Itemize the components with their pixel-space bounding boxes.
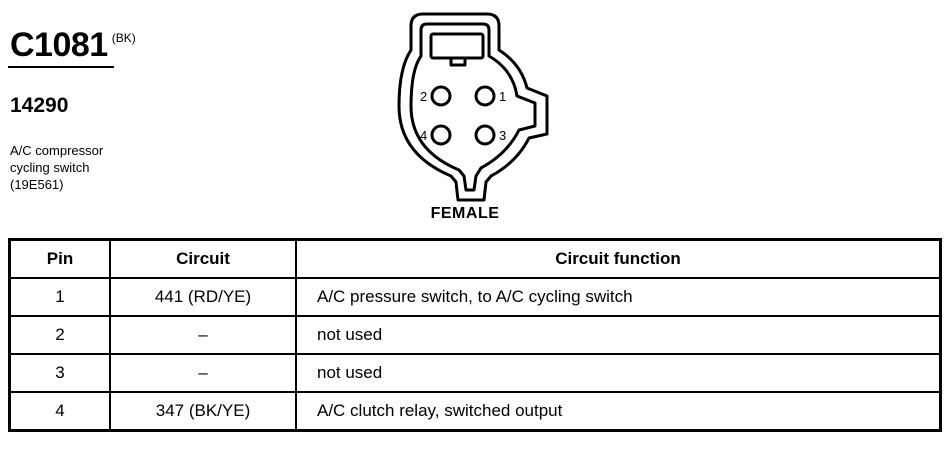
connector-face-diagram: 1 2 3 4: [397, 12, 549, 202]
function-cell: A/C clutch relay, switched output: [295, 391, 942, 432]
cavity-label-3: 3: [499, 128, 506, 143]
header-circuit-function: Circuit function: [295, 238, 942, 279]
pin-cell: 1: [8, 277, 111, 317]
pin-cavity-2: [430, 85, 452, 107]
circuit-cell: –: [109, 353, 297, 393]
title-underline: [8, 66, 114, 68]
pin-cell: 2: [8, 315, 111, 355]
pin-cavity-3: [474, 124, 496, 146]
header-circuit: Circuit: [109, 238, 297, 279]
pin-cavity-1: [474, 85, 496, 107]
connector-latch-tab: [449, 56, 467, 67]
cavity-label-4: 4: [420, 128, 427, 143]
cavity-label-1: 1: [499, 89, 506, 104]
component-description: A/C compressor cycling switch (19E561): [10, 142, 160, 193]
pin-cell: 3: [8, 353, 111, 393]
connector-id: C1081(BK): [10, 26, 136, 65]
part-number: 14290: [10, 94, 69, 117]
function-cell: A/C pressure switch, to A/C cycling swit…: [295, 277, 942, 317]
connector-outline: [397, 12, 549, 202]
function-cell: not used: [295, 353, 942, 393]
connector-color-code: (BK): [111, 31, 136, 45]
table-row: 1 441 (RD/YE) A/C pressure switch, to A/…: [8, 277, 942, 317]
table-header-row: Pin Circuit Circuit function: [8, 238, 942, 279]
description-line-1: A/C compressor: [10, 143, 104, 158]
circuit-cell: 347 (BK/YE): [109, 391, 297, 432]
pin-cavity-4: [430, 124, 452, 146]
function-cell: not used: [295, 315, 942, 355]
pinout-table: Pin Circuit Circuit function 1 441 (RD/Y…: [8, 238, 942, 432]
connector-latch: [429, 32, 485, 60]
description-line-2: cycling switch: [10, 160, 90, 175]
pin-cell: 4: [8, 391, 111, 432]
circuit-cell: –: [109, 315, 297, 355]
header-pin: Pin: [8, 238, 111, 279]
connector-gender-label: FEMALE: [430, 205, 500, 222]
description-line-3: (19E561): [10, 177, 64, 192]
cavity-label-2: 2: [420, 89, 427, 104]
table-row: 2 – not used: [8, 315, 942, 355]
circuit-cell: 441 (RD/YE): [109, 277, 297, 317]
table-row: 3 – not used: [8, 353, 942, 393]
table-row: 4 347 (BK/YE) A/C clutch relay, switched…: [8, 391, 942, 432]
connector-inner-outline: [409, 22, 537, 192]
connector-number: C1081: [10, 26, 108, 64]
